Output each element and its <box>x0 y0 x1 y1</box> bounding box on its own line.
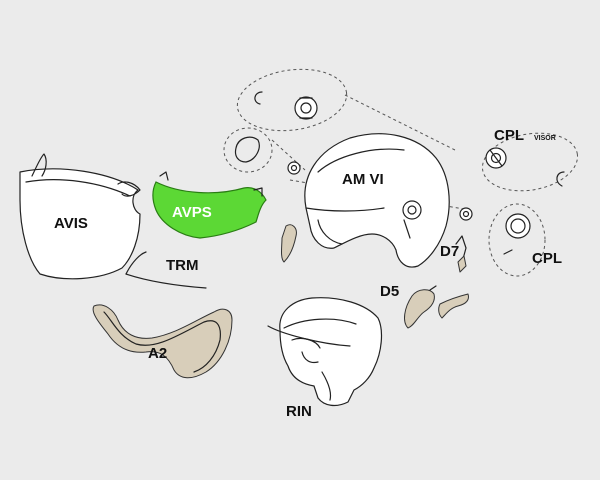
a2-label: A2 <box>148 345 167 362</box>
trm-trim[interactable]: TRM <box>125 251 207 289</box>
avis-visor[interactable]: AVIS <box>19 153 141 280</box>
avps-visor[interactable]: AVPS <box>152 171 267 239</box>
avis-label: AVIS <box>54 215 88 232</box>
d5-label: D5 <box>380 283 399 300</box>
rin-liner[interactable]: RIN <box>267 297 383 420</box>
cpl-visor-sublabel: VISOR <box>534 135 556 142</box>
avps-label: AVPS <box>172 204 212 221</box>
amvi-helmet[interactable]: AM VI <box>304 133 450 268</box>
cpl-visor-label: CPL <box>494 127 524 144</box>
cpl-label: CPL <box>532 250 562 267</box>
screw-part <box>459 207 473 221</box>
side-ring <box>234 136 260 163</box>
cpl-visor-pivot[interactable]: CPL VISOR <box>485 127 565 187</box>
pivot-parts-upper <box>254 91 318 120</box>
small-pivot <box>287 161 301 175</box>
amvi-label: AM VI <box>342 171 384 188</box>
side-bracket <box>281 224 297 263</box>
d7-part[interactable]: D7 <box>440 235 467 273</box>
avps-shape <box>152 181 267 239</box>
d5-parts[interactable]: D5 <box>380 283 469 329</box>
a2-pad[interactable]: A2 <box>92 304 233 379</box>
rin-label: RIN <box>286 403 312 420</box>
trm-label: TRM <box>166 257 199 274</box>
cpl-plate[interactable]: CPL <box>503 213 562 267</box>
d7-label: D7 <box>440 243 459 260</box>
